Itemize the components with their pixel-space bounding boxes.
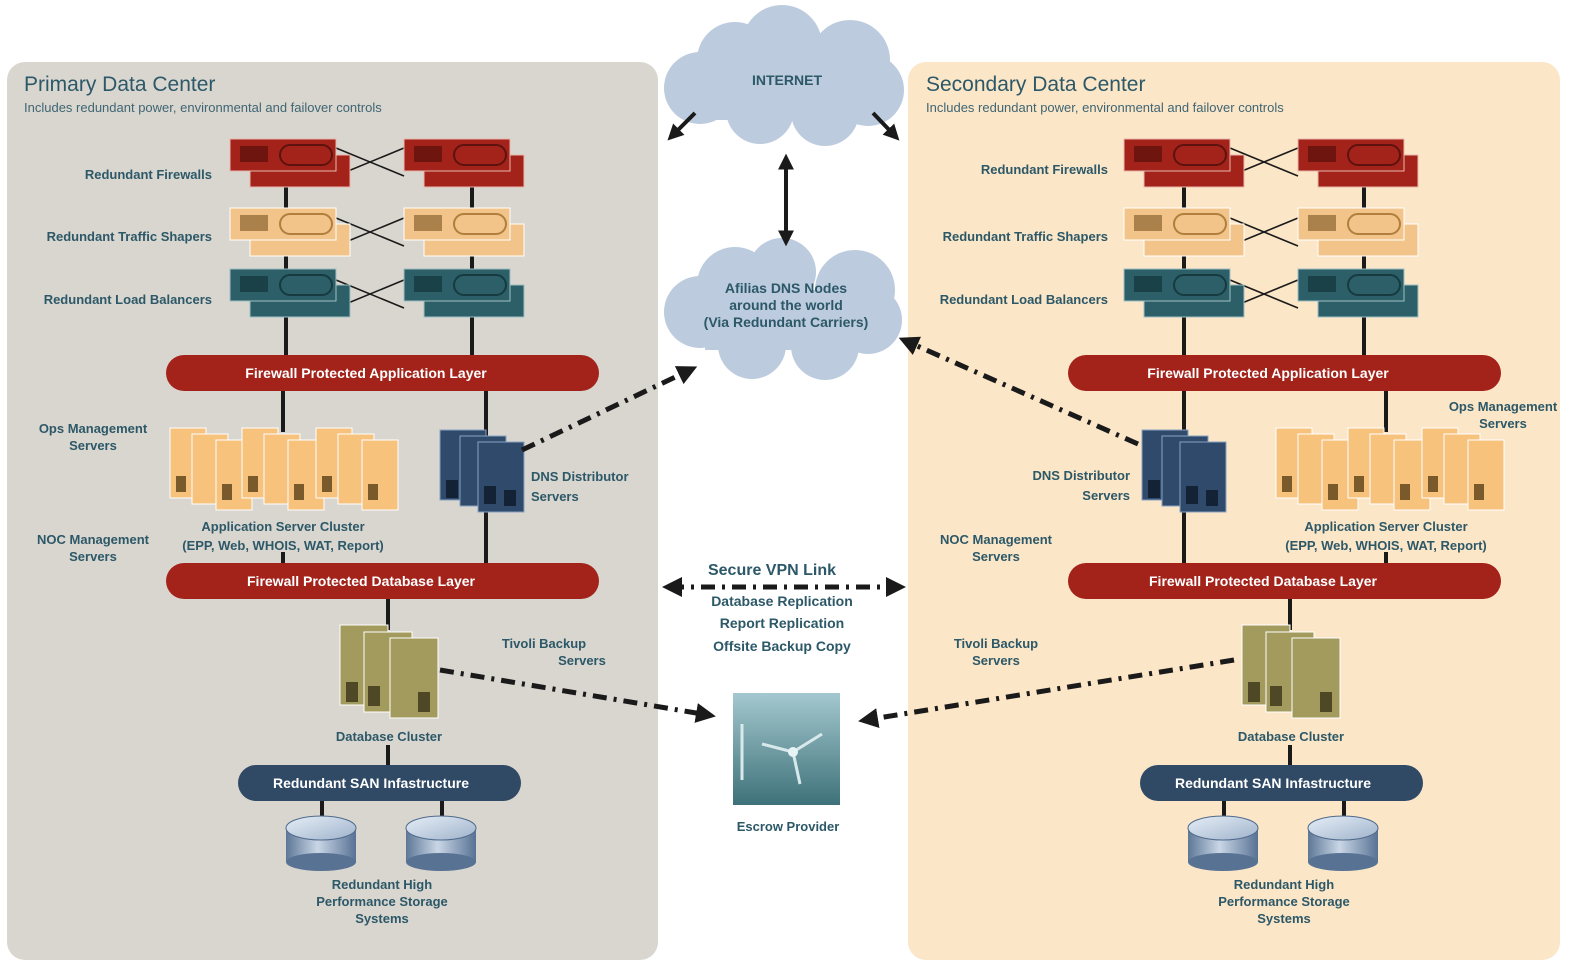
- primary-noc-label-2: Servers: [69, 549, 117, 564]
- internet-label: INTERNET: [752, 72, 822, 88]
- secondary-shaper-right: [1297, 207, 1419, 257]
- primary-title: Primary Data Center: [24, 73, 215, 96]
- primary-shapers-label: Redundant Traffic Shapers: [47, 229, 212, 244]
- primary-app-layer-bar: [166, 355, 599, 391]
- secondary-dns-label-1: DNS Distributor: [1033, 468, 1131, 483]
- secondary-app-cluster-label-2: (EPP, Web, WHOIS, WAT, Report): [1285, 538, 1487, 553]
- dns-nodes-label-3: (Via Redundant Carriers): [704, 314, 869, 330]
- secondary-db-layer-label: Firewall Protected Database Layer: [1149, 573, 1378, 589]
- primary-shaper-right: [403, 207, 525, 257]
- primary-dns-to-nodes-link: [520, 366, 698, 453]
- primary-san-label: Redundant SAN Infastructure: [273, 775, 469, 791]
- secondary-app-layer-label: Firewall Protected Application Layer: [1147, 365, 1389, 381]
- dns-nodes-label-1: Afilias DNS Nodes: [725, 280, 847, 296]
- primary-storage-disk-2: [405, 815, 477, 871]
- secondary-firewall-right: [1297, 138, 1419, 188]
- secondary-subtitle: Includes redundant power, environmental …: [926, 100, 1284, 115]
- primary-dns-server: [439, 429, 525, 513]
- secondary-balancer-right: [1297, 268, 1419, 318]
- vpn-item-1: Database Replication: [711, 593, 853, 609]
- primary-balancers-label: Redundant Load Balancers: [44, 292, 212, 307]
- secondary-app-server-cluster: [1275, 427, 1505, 511]
- secondary-db-layer-bar: [1068, 563, 1501, 599]
- secondary-db-cluster-label: Database Cluster: [1238, 729, 1344, 744]
- primary-db-layer-bar: [166, 563, 599, 599]
- primary-db-layer-label: Firewall Protected Database Layer: [247, 573, 476, 589]
- primary-firewalls-label: Redundant Firewalls: [85, 167, 212, 182]
- secondary-tivoli-label-1: Tivoli Backup: [954, 636, 1038, 651]
- secondary-ops-label-1: Ops Management: [1449, 399, 1558, 414]
- primary-ops-label-1: Ops Management: [39, 421, 148, 436]
- dns-nodes-label-2: around the world: [729, 297, 843, 313]
- secondary-to-escrow-link: [858, 657, 1235, 728]
- escrow-label: Escrow Provider: [737, 819, 840, 834]
- primary-balancer-left: [229, 268, 351, 318]
- primary-db-cluster: [339, 624, 439, 719]
- secondary-storage-label-3: Systems: [1257, 911, 1310, 926]
- primary-firewall-right: [403, 138, 525, 188]
- secondary-title: Secondary Data Center: [926, 73, 1145, 96]
- primary-san-bar: [238, 765, 521, 801]
- internet-cloud-icon: [664, 5, 904, 146]
- primary-subtitle: Includes redundant power, environmental …: [24, 100, 382, 115]
- primary-app-cluster-label-2: (EPP, Web, WHOIS, WAT, Report): [182, 538, 384, 553]
- primary-db-cluster-label: Database Cluster: [336, 729, 442, 744]
- secondary-app-layer-bar: [1068, 355, 1501, 391]
- secondary-noc-label-1: NOC Management: [940, 532, 1053, 547]
- primary-storage-label-3: Systems: [355, 911, 408, 926]
- primary-dns-label-1: DNS Distributor: [531, 469, 629, 484]
- primary-app-server-cluster: [169, 427, 399, 511]
- secondary-san-bar: [1140, 765, 1423, 801]
- primary-shaper-left: [229, 207, 351, 257]
- secondary-dns-to-nodes-link: [898, 336, 1140, 447]
- secondary-storage-label-1: Redundant High: [1234, 877, 1334, 892]
- secondary-storage-disk-2: [1307, 815, 1379, 871]
- primary-tivoli-label-2: Servers: [558, 653, 606, 668]
- secondary-shaper-left: [1123, 207, 1245, 257]
- secondary-db-cluster: [1241, 624, 1341, 719]
- secondary-tivoli-label-2: Servers: [972, 653, 1020, 668]
- primary-storage-label-2: Performance Storage: [316, 894, 448, 909]
- vpn-title: Secure VPN Link: [708, 562, 836, 579]
- secondary-dns-label-2: Servers: [1082, 488, 1130, 503]
- vpn-item-3: Offsite Backup Copy: [713, 638, 851, 654]
- secondary-balancer-left: [1123, 268, 1245, 318]
- internet-to-primary-arrow: [667, 111, 697, 141]
- internet-to-secondary-arrow: [871, 111, 900, 141]
- primary-storage-disk-1: [285, 815, 357, 871]
- secondary-storage-disk-1: [1187, 815, 1259, 871]
- vpn-item-2: Report Replication: [720, 615, 844, 631]
- primary-balancer-right: [403, 268, 525, 318]
- secondary-noc-label-2: Servers: [972, 549, 1020, 564]
- primary-tivoli-label-1: Tivoli Backup: [502, 636, 586, 651]
- secondary-app-cluster-label-1: Application Server Cluster: [1304, 519, 1467, 534]
- secondary-shapers-label: Redundant Traffic Shapers: [943, 229, 1108, 244]
- secondary-balancers-label: Redundant Load Balancers: [940, 292, 1108, 307]
- primary-storage-label-1: Redundant High: [332, 877, 432, 892]
- secondary-firewalls-label: Redundant Firewalls: [981, 162, 1108, 177]
- primary-to-escrow-link: [439, 667, 716, 723]
- escrow-provider-icon: [733, 693, 840, 805]
- primary-firewall-left: [229, 138, 351, 188]
- secondary-san-label: Redundant SAN Infastructure: [1175, 775, 1371, 791]
- primary-noc-label-1: NOC Management: [37, 532, 150, 547]
- primary-ops-label-2: Servers: [69, 438, 117, 453]
- secondary-firewall-left: [1123, 138, 1245, 188]
- primary-dns-label-2: Servers: [531, 489, 579, 504]
- dns-nodes-cloud-icon: [664, 238, 902, 380]
- secondary-ops-label-2: Servers: [1479, 416, 1527, 431]
- secondary-storage-label-2: Performance Storage: [1218, 894, 1350, 909]
- primary-app-layer-label: Firewall Protected Application Layer: [245, 365, 487, 381]
- secondary-dns-server: [1141, 429, 1227, 513]
- primary-app-cluster-label-1: Application Server Cluster: [201, 519, 364, 534]
